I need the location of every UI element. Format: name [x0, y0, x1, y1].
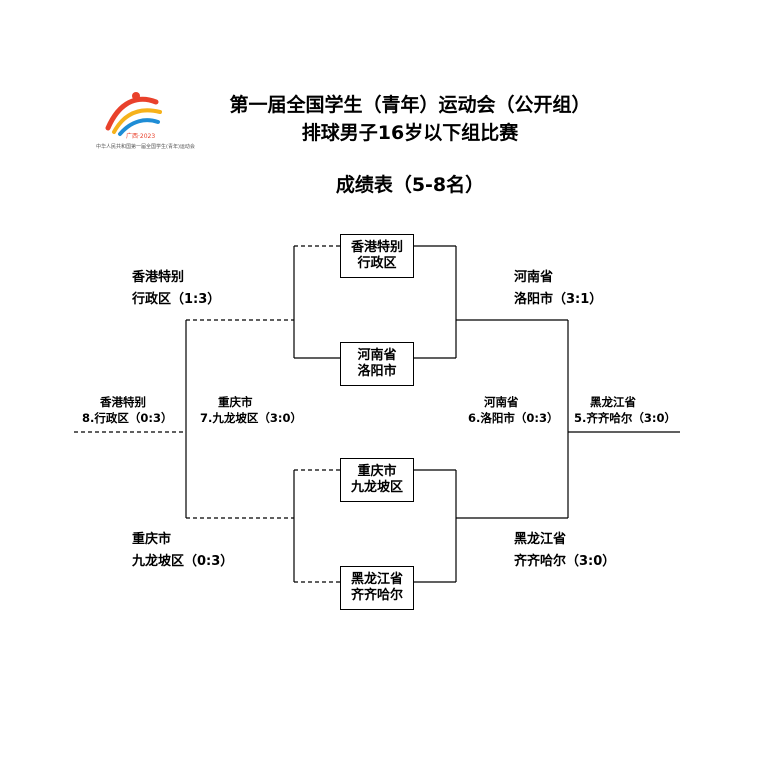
team-box-heilongjiang: 黑龙江省 齐齐哈尔: [340, 566, 414, 610]
place-7-label-1: 重庆市: [218, 395, 253, 409]
bottom-winner-label-1: 黑龙江省: [514, 532, 567, 547]
subtitle: 成绩表（5-8名）: [335, 174, 485, 196]
place-5-label-2: 5.齐齐哈尔（3:0）: [574, 411, 676, 425]
logo-org-text: 中华人民共和国第一届全国学生(青年)运动会: [96, 144, 195, 150]
title-line-2: 排球男子16岁以下组比赛: [301, 122, 519, 144]
games-logo: 广西·2023 中华人民共和国第一届全国学生(青年)运动会: [96, 88, 195, 156]
place-5-label-1: 黑龙江省: [590, 395, 636, 409]
team-name-line1: 重庆市: [357, 464, 397, 479]
place-8-label-1: 香港特别: [100, 395, 146, 409]
team-name-line2: 洛阳市: [357, 364, 397, 379]
top-winner-label-1: 河南省: [514, 270, 554, 285]
team-name-line1: 香港特别: [350, 240, 403, 255]
bottom-loser-label-2: 九龙坡区（0:3）: [132, 554, 234, 569]
team-name-line1: 河南省: [357, 348, 397, 363]
place-6-label-2: 6.洛阳市（0:3）: [468, 411, 559, 425]
top-winner-label-2: 洛阳市（3:1）: [514, 292, 603, 307]
logo-year-text: 广西·2023: [126, 133, 156, 140]
team-name-line2: 齐齐哈尔: [350, 588, 403, 603]
team-name-line2: 行政区: [357, 256, 397, 271]
place-8-label-2: 8.行政区（0:3）: [82, 411, 173, 425]
bottom-loser-label-1: 重庆市: [132, 532, 172, 547]
title-line-1: 第一届全国学生（青年）运动会（公开组）: [229, 94, 591, 116]
team-box-henan: 河南省 洛阳市: [340, 342, 414, 386]
team-name-line2: 九龙坡区: [350, 480, 403, 495]
team-box-chongqing: 重庆市 九龙坡区: [340, 458, 414, 502]
place-6-label-1: 河南省: [484, 395, 519, 409]
bottom-winner-label-2: 齐齐哈尔（3:0）: [514, 554, 616, 569]
team-box-hongkong: 香港特别 行政区: [340, 234, 414, 278]
top-loser-label-2: 行政区（1:3）: [132, 292, 221, 307]
top-loser-label-1: 香港特别: [132, 270, 185, 285]
team-name-line1: 黑龙江省: [350, 572, 403, 587]
games-logo-icon: [105, 92, 162, 136]
place-7-label-2: 7.九龙坡区（3:0）: [200, 411, 302, 425]
